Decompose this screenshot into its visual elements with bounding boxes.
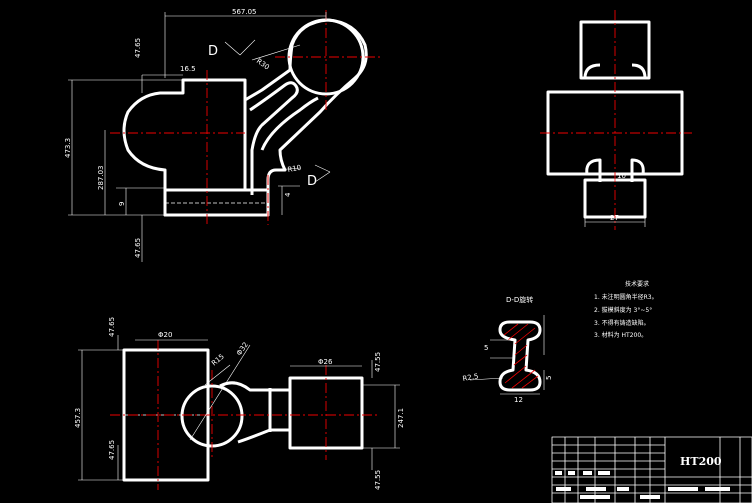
top-dimension-lines <box>78 335 400 481</box>
dim-radius-15: R15 <box>210 353 226 368</box>
side-centerlines <box>540 10 692 230</box>
front-centerlines <box>110 10 380 225</box>
dim-left-height: 457.3 <box>74 408 82 428</box>
dim-width-16: 16.5 <box>180 65 196 73</box>
dim-d12: 12 <box>514 396 523 404</box>
note-item-1: 1. 未注明圆角半径R3。 <box>594 293 658 301</box>
title-block <box>551 436 752 503</box>
section-title: D-D旋转 <box>506 295 533 304</box>
note-item-2: 2. 拔模斜度为 3°~5° <box>594 306 652 314</box>
section-hatch <box>503 323 539 389</box>
dim-height-2: 287.03 <box>97 166 105 191</box>
side-dimension-lines <box>584 179 646 227</box>
front-body-outline <box>163 18 368 217</box>
dim-slot-width: 10 <box>617 172 626 180</box>
section-dimension-lines <box>469 315 545 395</box>
front-view <box>122 18 368 217</box>
front-arm-inner <box>260 96 319 151</box>
section-view <box>469 315 545 395</box>
section-mark-bottom: D <box>307 174 317 189</box>
dim-right-height: 247.1 <box>397 408 405 428</box>
dim-r2: R2.5 <box>462 372 479 383</box>
dim-height: 473.3 <box>64 138 72 158</box>
dim-right-bottom: 47.55 <box>374 470 382 490</box>
section-mark-top: D <box>208 44 218 59</box>
dim-left-bottom: 47.65 <box>108 440 116 460</box>
side-dim-text: 10 27 <box>610 172 626 222</box>
dim-radius-10: R10 <box>287 164 302 174</box>
dim-d5b: 5 <box>545 376 553 380</box>
note-item-4: 3. 材料为 HT200。 <box>594 331 647 339</box>
front-left-block <box>122 78 247 190</box>
side-lower-slot <box>585 158 645 182</box>
dim-top-height: 47.65 <box>134 38 142 58</box>
note-item-3: 3. 不得有铸造缺陷。 <box>594 319 650 327</box>
dim-right-top: 47.55 <box>374 352 382 372</box>
dim-width-27: 27 <box>610 214 619 222</box>
side-upper-slot <box>583 63 647 79</box>
front-arm <box>249 81 299 195</box>
top-centerlines <box>110 340 380 490</box>
notes-heading: 技术要求 <box>625 280 649 288</box>
dim-height-4: 4 <box>284 192 292 197</box>
title-block-fills <box>555 471 730 499</box>
dim-left-top: 47.65 <box>108 317 116 337</box>
title-block-frame <box>551 436 752 503</box>
front-dimension-lines <box>68 12 331 262</box>
section-outline <box>498 320 542 392</box>
dim-d5: 5 <box>484 344 488 352</box>
section-text: D-D旋转 5 R2.5 12 5 <box>462 295 553 404</box>
dim-overall-width: 567.05 <box>232 8 257 16</box>
dim-radius-30: R30 <box>255 57 271 71</box>
dim-bottom-height: 47.65 <box>134 238 142 258</box>
dim-dia-26: Φ26 <box>318 358 333 366</box>
dim-height-9: 9 <box>118 202 126 206</box>
dim-dia-20: Φ20 <box>158 331 172 339</box>
title-block-material: HT200 <box>680 455 722 468</box>
tech-notes: 技术要求 1. 未注明圆角半径R3。 2. 拔模斜度为 3°~5° 3. 不得有… <box>594 280 658 339</box>
